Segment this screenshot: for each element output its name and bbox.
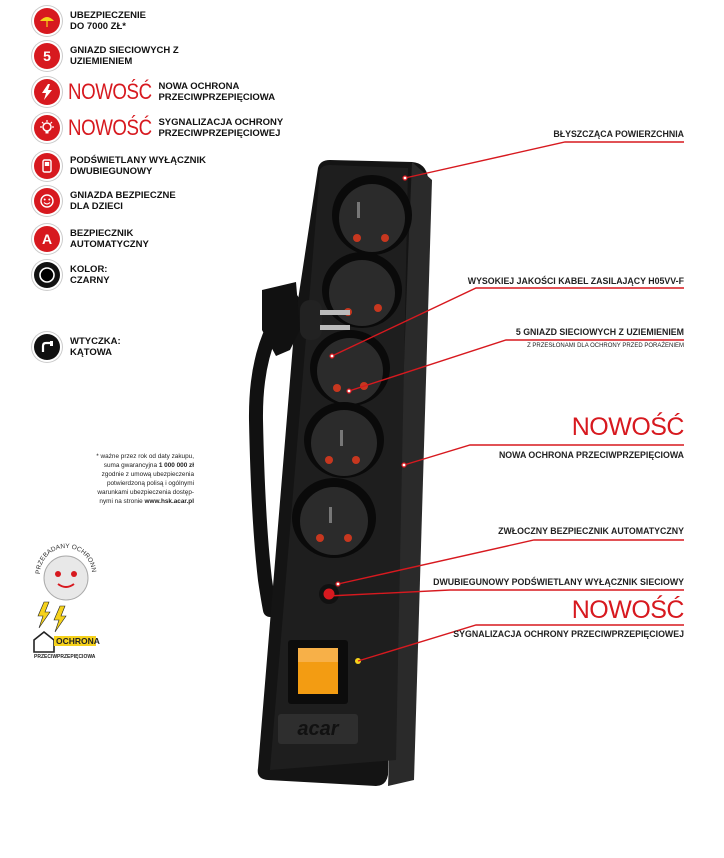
new-label: NOWOŚĆ bbox=[68, 79, 152, 104]
angled-plug bbox=[262, 282, 350, 356]
socket-5 bbox=[292, 478, 376, 558]
callout-sockets: 5 GNIAZD SIECIOWYCH Z UZIEMIENIEM Z PRZE… bbox=[515, 327, 684, 349]
lightning-icon bbox=[34, 79, 60, 105]
feature-surge: NOWOŚĆ NOWA OCHRONA PRZECIWPRZEPIĘCIOWA bbox=[34, 79, 278, 105]
feature-sockets: 5 GNIAZD SIECIOWYCH Z UZIEMIENIEM bbox=[34, 43, 180, 69]
callout-shiny-surface: BŁYSZCZĄCA POWIERZCHNIA bbox=[553, 129, 684, 139]
callout-fuse: ZWŁOCZNY BEZPIECZNIK AUTOMATYCZNY bbox=[498, 526, 684, 536]
brand-logo: acar bbox=[297, 718, 339, 740]
socket-1 bbox=[332, 175, 412, 255]
callout-cable: WYSOKIEJ JAKOŚCI KABEL ZASILAJĄCY H05VV-… bbox=[467, 276, 684, 286]
feature-label: PODŚWIETLANY WYŁĄCZNIK DWUBIEGUNOWY bbox=[70, 155, 206, 177]
power-switch bbox=[288, 640, 348, 704]
feature-label: KOLOR: CZARNY bbox=[70, 264, 110, 286]
feature-child-safe: GNIAZDA BEZPIECZNE DLA DZIECI bbox=[34, 188, 180, 214]
feature-signal: NOWOŚĆ SYGNALIZACJA OCHRONY PRZECIWPRZEP… bbox=[34, 115, 293, 141]
feature-insurance: UBEZPIECZENIE DO 7000 ZŁ* bbox=[34, 8, 160, 34]
feature-label: GNIAZD SIECIOWYCH Z UZIEMIENIEM bbox=[70, 45, 179, 67]
surge-protection-badge: OCHRONA PRZECIWPRZEPIĘCIOWA bbox=[33, 601, 100, 660]
feature-label: GNIAZDA BEZPIECZNE DLA DZIECI bbox=[70, 190, 176, 212]
color-black-icon bbox=[34, 262, 60, 288]
feature-label: SYGNALIZACJA OCHRONY PRZECIWPRZEPIĘCIOWE… bbox=[158, 117, 284, 139]
feature-label: UBEZPIECZENIE DO 7000 ZŁ* bbox=[70, 10, 147, 32]
callout-switch: DWUBIEGUNOWY PODŚWIETLANY WYŁĄCZNIK SIEC… bbox=[433, 577, 684, 587]
feature-color: KOLOR: CZARNY bbox=[34, 262, 120, 288]
feature-label: NOWA OCHRONA PRZECIWPRZEPIĘCIOWA bbox=[158, 81, 276, 103]
insurance-footnote: * ważne przez rok od daty zakupu, suma g… bbox=[96, 453, 194, 505]
angled-plug-icon bbox=[34, 334, 60, 360]
power-cable bbox=[248, 293, 299, 617]
callout-signal: NOWOŚĆ SYGNALIZACJA OCHRONY PRZECIWPRZEP… bbox=[453, 596, 684, 639]
new-label: NOWOŚĆ bbox=[68, 115, 152, 140]
feature-label: WTYCZKA: KĄTOWA bbox=[70, 336, 121, 358]
child-safe-icon bbox=[34, 188, 60, 214]
socket-2 bbox=[322, 252, 402, 328]
callout-surge: NOWOŚĆ NOWA OCHRONA PRZECIWPRZEPIĘCIOWA bbox=[498, 413, 685, 460]
power-switch-icon bbox=[34, 153, 60, 179]
svg-text:PRZECIWPRZEPIĘCIOWA: PRZECIWPRZEPIĘCIOWA bbox=[34, 654, 96, 660]
feature-fuse: A BEZPIECZNIK AUTOMATYCZNY bbox=[34, 226, 160, 252]
number-5-icon: 5 bbox=[34, 43, 60, 69]
bulb-icon bbox=[34, 115, 60, 141]
socket-4 bbox=[304, 402, 384, 478]
feature-switch: PODŚWIETLANY WYŁĄCZNIK DWUBIEGUNOWY bbox=[34, 153, 210, 179]
svg-text:OCHRONA: OCHRONA bbox=[56, 636, 100, 646]
feature-label: BEZPIECZNIK AUTOMATYCZNY bbox=[70, 228, 149, 250]
tested-protection-badge: PRZEBADANY OCHRONNE bbox=[30, 540, 97, 601]
fuse-a-icon: A bbox=[34, 226, 60, 252]
socket-3 bbox=[310, 330, 390, 406]
leader-lines bbox=[327, 141, 684, 662]
feature-plug: WTYCZKA: KĄTOWA bbox=[34, 334, 130, 360]
umbrella-icon bbox=[34, 8, 60, 34]
